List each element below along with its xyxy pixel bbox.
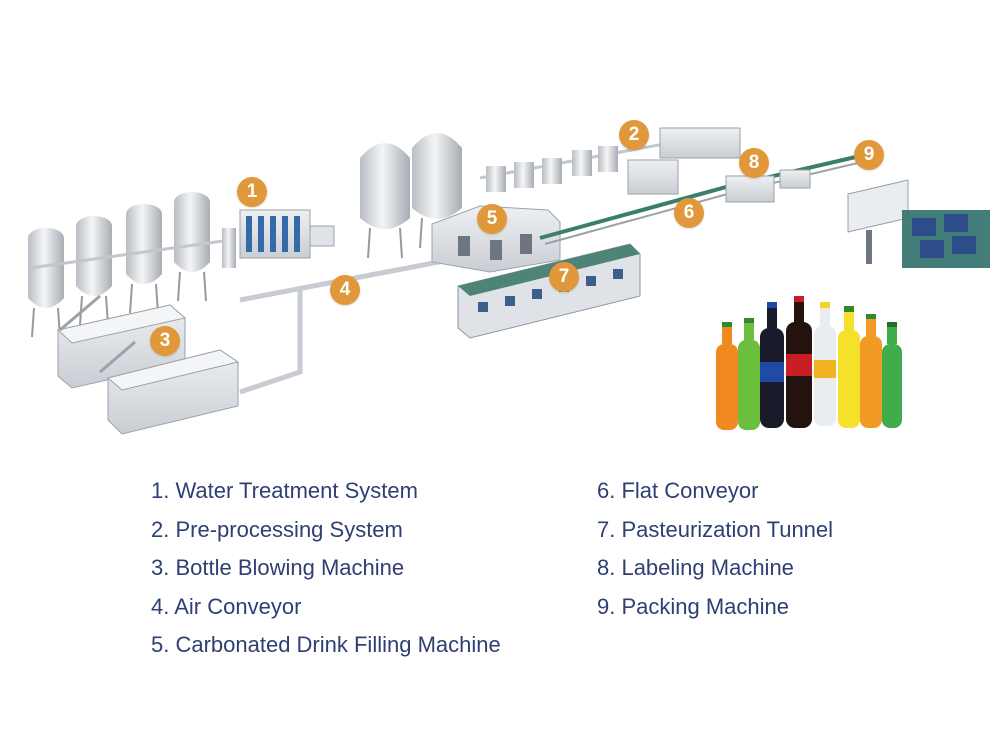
legend-left-column: 1. Water Treatment System 2. Pre-process… <box>151 476 501 669</box>
legend-item-7: 7. Pasteurization Tunnel <box>597 516 834 542</box>
bottle-blowing-machines <box>56 294 240 435</box>
water-treatment-tanks <box>28 192 231 338</box>
pre-processing-system <box>479 127 741 195</box>
legend-item-8: 8. Labeling Machine <box>597 555 794 581</box>
packing-machine <box>847 179 990 268</box>
labeling-machine <box>725 169 811 203</box>
legend-item-3: 3. Bottle Blowing Machine <box>151 555 405 581</box>
legend-item-9: 9. Packing Machine <box>597 593 789 619</box>
badge-9: 9 <box>854 140 884 170</box>
ro-unit <box>222 209 335 268</box>
legend-item-1: 1. Water Treatment System <box>151 478 418 503</box>
soda-bottles-image <box>713 296 903 432</box>
air-conveyor <box>239 253 471 395</box>
legend-item-2: 2. Pre-processing System <box>151 516 403 542</box>
badge-8: 8 <box>739 148 769 178</box>
storage-tanks <box>360 133 462 259</box>
badge-6: 6 <box>674 198 704 228</box>
legend-item-6: 6. Flat Conveyor <box>597 478 759 503</box>
badge-1: 1 <box>237 177 267 207</box>
badge-3: 3 <box>150 326 180 356</box>
legend-right-column: 6. Flat Conveyor 7. Pasteurization Tunne… <box>597 476 833 630</box>
badge-5: 5 <box>477 204 507 234</box>
badge-4: 4 <box>330 275 360 305</box>
pasteurization-tunnel <box>457 243 641 339</box>
legend-item-4: 4. Air Conveyor <box>151 593 302 619</box>
badge-7: 7 <box>549 262 579 292</box>
legend-item-5: 5. Carbonated Drink Filling Machine <box>151 632 501 658</box>
badge-2: 2 <box>619 120 649 150</box>
production-line-illustration <box>28 127 990 435</box>
